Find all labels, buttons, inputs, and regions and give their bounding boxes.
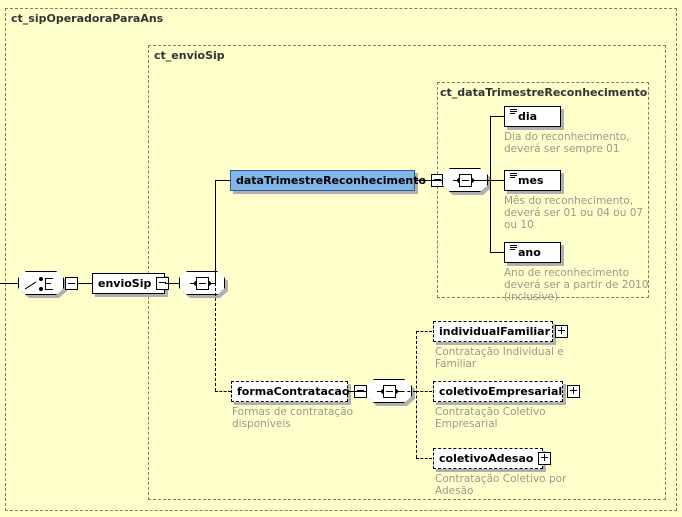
text-lines-icon [510, 245, 517, 252]
node-dataTrimestreReconhecimento-label: dataTrimestreReconhecimento [236, 174, 427, 187]
connector-seq-fc-to-individualFamiliar [416, 331, 432, 332]
sequence-dataTrimestre-collapse-button[interactable] [459, 174, 472, 187]
node-coletivoEmpresarial[interactable]: coletivoEmpresarial [433, 381, 581, 402]
text-lines-icon [510, 109, 517, 116]
connector-seq-dt-to-dia [490, 116, 504, 117]
connector-seq-root-to-formaContratacao [215, 391, 231, 392]
annotation-coletivoAdesao: Contratação Coletivo por Adesão [435, 473, 567, 497]
connector-seq-fc-to-coletivoEmpresarial [416, 391, 432, 392]
connector-seq-dt-spine [490, 116, 491, 252]
connector-seq-fc-spine [416, 331, 417, 458]
connector-root-to-envioSip [78, 283, 92, 284]
node-dia-label: dia [518, 110, 538, 123]
connector-seq-fc-out [396, 391, 416, 392]
individualFamiliar-expand-button[interactable] [555, 325, 568, 338]
connector-envioSip-to-sequence [165, 283, 179, 284]
node-individualFamiliar[interactable]: individualFamiliar [433, 321, 568, 342]
connector-left-stub [0, 283, 18, 284]
connector-seq-dt-to-mes [490, 180, 504, 181]
coletivoEmpresarial-expand-button[interactable] [567, 385, 581, 398]
node-formaContratacao[interactable]: formaContratacao [231, 381, 368, 402]
node-formaContratacao-label: formaContratacao [237, 385, 350, 398]
node-mes-label: mes [518, 174, 544, 187]
annotation-coletivoEmpresarial: Contratação Coletivo Empresarial [435, 406, 546, 430]
sequence-root-collapse-button[interactable] [196, 277, 209, 290]
text-lines-icon [510, 173, 517, 180]
node-mes[interactable]: mes [504, 170, 561, 191]
connector-seq-root-to-dataTrimestre [215, 180, 230, 181]
connector-formaContratacao-to-sequence [348, 391, 366, 392]
connector-seq-dt-to-ano [490, 252, 504, 253]
annotation-mes: Mês do reconhecimento, deverá ser 01 ou … [504, 195, 644, 231]
sequence-formaContratacao-collapse-button[interactable] [383, 385, 396, 398]
node-individualFamiliar-label: individualFamiliar [439, 325, 550, 338]
annotation-ano: Ano de reconhecimento deverá ser a parti… [504, 267, 649, 303]
coletivoAdesao-expand-button[interactable] [538, 452, 552, 465]
connector-seq-root-up [215, 180, 216, 284]
group-box-ct-sipOperadoraParaAns [5, 8, 677, 511]
node-ano-label: ano [518, 246, 541, 259]
node-ano[interactable]: ano [504, 242, 561, 263]
root-group-collapse-button[interactable] [65, 277, 78, 290]
group-label-ct-sipOperadoraParaAns: ct_sipOperadoraParaAns [11, 12, 164, 25]
group-label-ct-envioSip: ct_envioSip [154, 49, 225, 62]
group-label-ct-dataTrimestreReconhecimento: ct_dataTrimestreReconhecimento [440, 86, 648, 99]
node-dataTrimestreReconhecimento[interactable]: dataTrimestreReconhecimento [230, 170, 445, 191]
node-coletivoEmpresarial-label: coletivoEmpresarial [439, 385, 563, 398]
annotation-dia: Dia do reconhecimento, deverá ser sempre… [504, 131, 630, 155]
node-coletivoAdesao-label: coletivoAdesao [439, 452, 534, 465]
annotation-individualFamiliar: Contratação Individual e Familiar [435, 346, 564, 370]
node-dia[interactable]: dia [504, 106, 561, 127]
connector-dataTrimestre-to-sequence [415, 180, 442, 181]
connector-seq-root-out [209, 283, 215, 284]
group-box-ct-dataTrimestreReconhecimento [437, 82, 649, 298]
node-envioSip[interactable]: envioSip [92, 273, 170, 294]
annotation-formaContratacao: Formas de contratação disponíveis [232, 406, 354, 430]
group-box-ct-envioSip [148, 45, 666, 500]
connector-seq-root-down-dashed [215, 283, 216, 391]
node-envioSip-label: envioSip [98, 277, 152, 290]
connector-seq-fc-to-coletivoAdesao [416, 458, 432, 459]
node-coletivoAdesao[interactable]: coletivoAdesao [433, 448, 552, 469]
connector-seq-dt-out [472, 180, 490, 181]
root-group-icon [18, 271, 64, 295]
